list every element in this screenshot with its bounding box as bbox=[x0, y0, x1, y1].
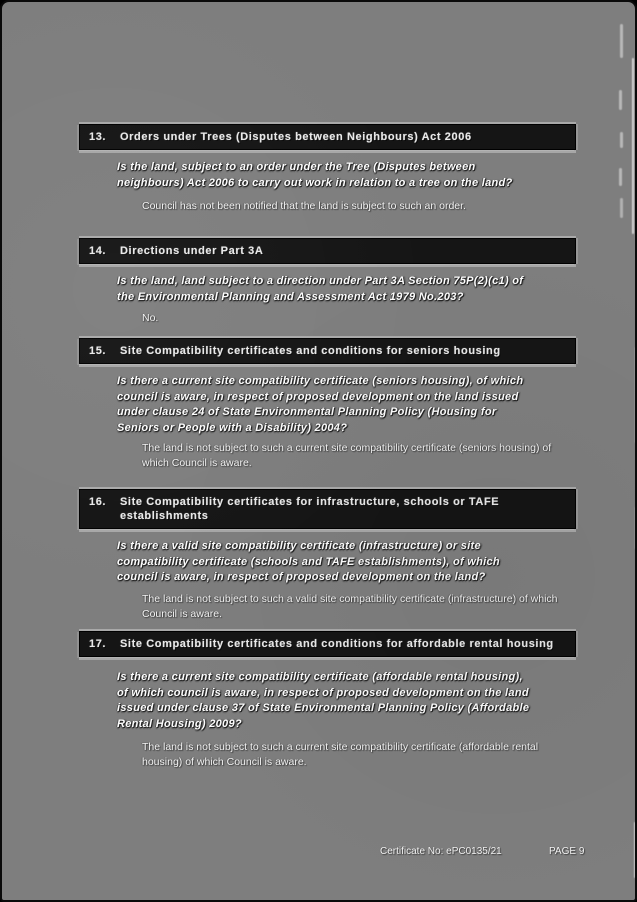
question-line: council is aware, in respect of proposed… bbox=[117, 571, 486, 583]
section-15-answer: The land is not subject to such a curren… bbox=[142, 441, 576, 471]
question-line: Is there a current site compatibility ce… bbox=[117, 375, 524, 387]
section-15: 15. Site Compatibility certificates and … bbox=[79, 338, 576, 471]
section-16-answer: The land is not subject to such a valid … bbox=[142, 592, 576, 622]
section-14-answer: No. bbox=[142, 311, 576, 326]
question-line: Rental Housing) 2009? bbox=[117, 717, 242, 730]
section-title-line: Directions under Part 3A bbox=[120, 245, 264, 257]
question-line: Seniors or People with a Disability) 200… bbox=[117, 421, 348, 434]
question-line: compatibility certificate (schools and T… bbox=[117, 555, 500, 568]
scan-artifact-mark bbox=[619, 90, 622, 110]
question-line: neighbours) Act 2006 to carry out work i… bbox=[117, 176, 513, 189]
section-17-header-bar: 17. Site Compatibility certificates and … bbox=[79, 631, 576, 657]
scan-artifact-line bbox=[634, 822, 635, 878]
question-line: issued under clause 37 of State Environm… bbox=[117, 702, 530, 714]
scan-artifact-mark bbox=[620, 132, 623, 148]
question-line: Is the land, subject to an order under t… bbox=[117, 161, 476, 173]
section-15-question: Is there a current site compatibility ce… bbox=[117, 374, 576, 436]
section-16-header-bar: 16. Site Compatibility certificates for … bbox=[79, 489, 576, 529]
section-17-answer: The land is not subject to such a curren… bbox=[142, 740, 576, 770]
section-13-header-bar: 13. Orders under Trees (Disputes between… bbox=[79, 124, 576, 150]
section-title-line: Site Compatibility certificates and cond… bbox=[120, 638, 554, 650]
question-line: the Environmental Planning and Assessmen… bbox=[117, 290, 464, 303]
question-line: Is the land, land subject to a direction… bbox=[117, 275, 524, 287]
answer-line: housing) of which Council is aware. bbox=[142, 756, 307, 768]
section-number: 17. bbox=[89, 638, 107, 650]
question-line: council is aware, in respect of proposed… bbox=[117, 390, 519, 403]
section-title: Orders under Trees (Disputes between Nei… bbox=[120, 130, 567, 144]
scan-artifact-line bbox=[632, 58, 634, 234]
answer-line: Council is aware. bbox=[142, 607, 222, 620]
section-17-question: Is there a current site compatibility ce… bbox=[117, 670, 576, 732]
question-line: Is there a valid site compatibility cert… bbox=[117, 540, 481, 552]
answer-line: The land is not subject to such a curren… bbox=[142, 741, 539, 753]
section-13-answer: Council has not been notified that the l… bbox=[142, 199, 576, 214]
section-number: 15. bbox=[89, 345, 107, 357]
page-number-label: PAGE 9 bbox=[549, 846, 585, 857]
section-number: 14. bbox=[89, 245, 107, 257]
section-14-question: Is the land, land subject to a direction… bbox=[117, 274, 576, 305]
section-14-header-bar: 14. Directions under Part 3A bbox=[79, 238, 576, 264]
section-number: 13. bbox=[89, 131, 107, 143]
section-number: 16. bbox=[89, 496, 107, 508]
answer-line: Council has not been notified that the l… bbox=[142, 200, 466, 212]
section-title-line: Site Compatibility certificates for infr… bbox=[120, 496, 500, 522]
section-title-line: Site Compatibility certificates and cond… bbox=[120, 345, 501, 357]
section-title: Site Compatibility certificates for infr… bbox=[120, 495, 567, 523]
answer-line: The land is not subject to such a valid … bbox=[142, 592, 558, 605]
scan-artifact-mark bbox=[620, 198, 623, 218]
section-15-header-bar: 15. Site Compatibility certificates and … bbox=[79, 338, 576, 364]
scan-artifact-mark bbox=[619, 168, 622, 186]
section-title-line: Orders under Trees (Disputes between Nei… bbox=[120, 131, 472, 143]
section-17: 17. Site Compatibility certificates and … bbox=[79, 631, 576, 770]
section-13: 13. Orders under Trees (Disputes between… bbox=[79, 124, 576, 214]
answer-line: The land is not subject to such a curren… bbox=[142, 442, 552, 454]
answer-line: No. bbox=[142, 312, 159, 324]
section-title: Site Compatibility certificates and cond… bbox=[120, 344, 567, 358]
section-title: Site Compatibility certificates and cond… bbox=[120, 637, 567, 651]
section-title: Directions under Part 3A bbox=[120, 244, 567, 258]
scan-artifact-mark bbox=[620, 24, 623, 58]
section-16: 16. Site Compatibility certificates for … bbox=[79, 489, 576, 622]
question-line: under clause 24 of State Environmental P… bbox=[117, 406, 497, 418]
question-line: of which council is aware, in respect of… bbox=[117, 686, 529, 699]
section-14: 14. Directions under Part 3A Is the land… bbox=[79, 238, 576, 326]
section-13-question: Is the land, subject to an order under t… bbox=[117, 160, 576, 191]
answer-line: which Council is aware. bbox=[142, 457, 252, 469]
section-16-question: Is there a valid site compatibility cert… bbox=[117, 539, 576, 586]
question-line: Is there a current site compatibility ce… bbox=[117, 671, 523, 683]
certificate-number-label: Certificate No: ePC0135/21 bbox=[380, 846, 502, 857]
